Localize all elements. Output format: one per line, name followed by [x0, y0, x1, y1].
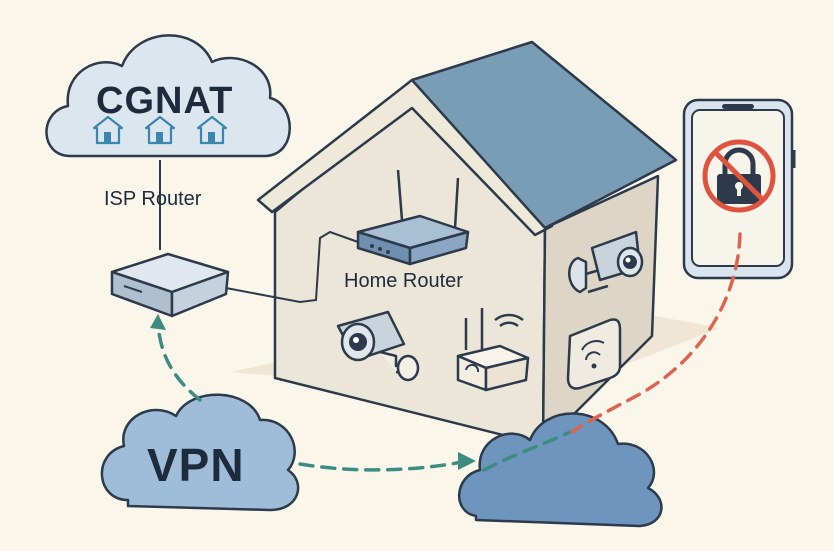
vpn-label: VPN: [147, 439, 245, 491]
vpn-to-isp-dashed: [156, 320, 202, 402]
lock-icon: [717, 147, 761, 204]
smart-plug-icon: [566, 318, 622, 390]
prohibited-icon: [702, 139, 776, 213]
vpn-tunnel-arrowheads: [150, 314, 476, 470]
cgnat-label: CGNAT: [96, 80, 234, 122]
vpn-to-remote-dashed: [298, 460, 464, 472]
arrowhead-up: [150, 314, 166, 330]
arrowhead-right: [458, 452, 476, 470]
remote-inner-dashed: [482, 430, 572, 472]
security-camera-icon: [336, 310, 420, 382]
vpn-cloud: [100, 393, 300, 512]
isp-router-icon: [110, 252, 230, 318]
remote-cloud: [458, 412, 663, 528]
isp-router-label: ISP Router: [104, 188, 202, 210]
vpn-tunnel: [156, 320, 572, 472]
cgnat-house-icon: [196, 115, 228, 145]
blocked-path-dashed: [570, 232, 742, 434]
wall-camera-icon: [568, 230, 644, 294]
cgnat-house-icon: [92, 115, 124, 145]
home-router-label: Home Router: [344, 270, 463, 292]
isp-to-home-router-cable: [225, 230, 359, 304]
cgnat-cloud: [45, 34, 291, 158]
house-roof: [410, 40, 678, 230]
wifi-extender-icon: [456, 308, 530, 392]
cgnat-house-icon: [144, 115, 176, 145]
home-router-icon: [356, 169, 470, 266]
